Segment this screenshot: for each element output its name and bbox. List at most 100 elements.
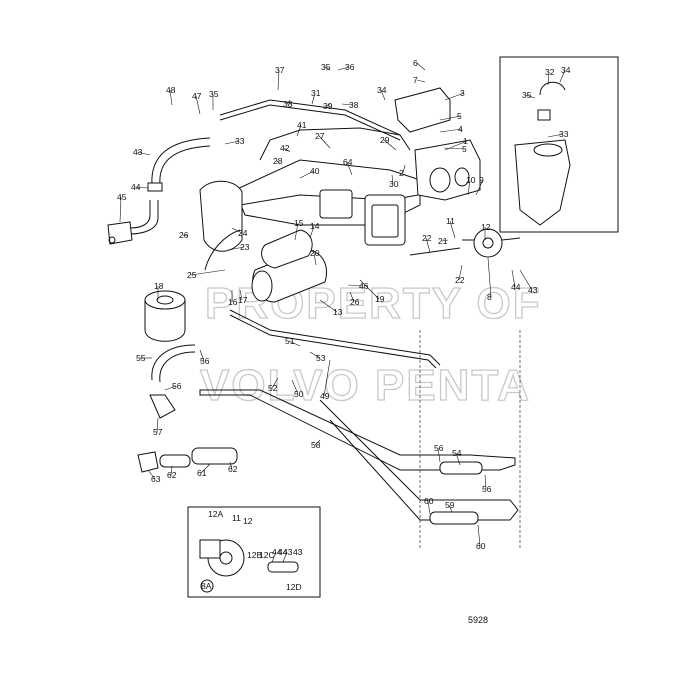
leader-line-p22b (458, 264, 463, 281)
part-label-p43a: 43 (133, 147, 143, 157)
part-label-p7: 7 (413, 75, 418, 85)
inset-part-label-i11: 11 (232, 513, 241, 523)
part-label-p42: 42 (280, 143, 290, 153)
leader-line-p43b (519, 269, 533, 291)
cooling-pipes (199, 309, 519, 521)
part-label-p48: 48 (166, 85, 176, 95)
leader-line-p24 (231, 227, 243, 234)
part-label-p37: 37 (275, 65, 285, 75)
leader-line-p53 (309, 351, 321, 359)
inset-part-label-i44: 44 (278, 547, 288, 557)
leader-line-p45 (119, 196, 122, 223)
leader-line-p26a (182, 234, 189, 237)
leader-line-p31 (311, 92, 316, 105)
part-label-p54: 54 (452, 448, 462, 458)
part-label-p21: 21 (438, 236, 448, 246)
leader-line-p61 (200, 463, 211, 474)
leader-line-p28 (276, 160, 281, 165)
exhaust-manifold (199, 127, 421, 271)
leader-line-p30 (391, 174, 394, 185)
watermark-line-2: VOLVO PENTA (200, 361, 531, 410)
part-label-p18: 18 (154, 281, 164, 291)
heat-exchanger (394, 87, 481, 201)
part-label-p49: 49 (320, 391, 330, 401)
leader-line-p56d (484, 474, 487, 490)
leader-line-p19 (359, 279, 380, 300)
leader-line-p44a (134, 186, 149, 189)
leader-line-p48 (169, 89, 173, 106)
part-label-p44b: 44 (511, 282, 521, 292)
leader-line-p38a (286, 99, 291, 105)
part-label-p11: 11 (446, 216, 455, 226)
leader-line-p8 (487, 257, 492, 298)
part-label-p25: 25 (187, 270, 197, 280)
leader-line-p34b (559, 69, 566, 83)
leader-line-p10 (467, 179, 471, 196)
part-label-p44c: 44 (272, 547, 282, 557)
leader-line-p60b (477, 524, 481, 547)
part-label-p45: 45 (117, 192, 127, 202)
inset-box-bottom: 8A (187, 506, 321, 598)
leader-line-p35c (525, 94, 536, 99)
leader-line-p49 (323, 359, 331, 397)
leader-line-p3 (444, 92, 465, 101)
inset-part-label-i12C: 12C (259, 550, 275, 560)
part-label-p27: 27 (315, 131, 325, 141)
part-label-p47: 47 (192, 91, 202, 101)
part-label-p60a: 60 (424, 496, 434, 506)
part-label-p15: 15 (294, 218, 304, 228)
part-label-p8: 8 (487, 292, 492, 302)
part-label-p28: 28 (273, 156, 283, 166)
leader-line-p47 (195, 95, 201, 115)
leader-line-p56c (437, 447, 441, 463)
drawing-number: 5928 (468, 615, 488, 625)
leader-line-p32 (547, 71, 550, 86)
part-label-p13: 13 (333, 307, 343, 317)
part-label-p35c: 35 (522, 90, 532, 100)
leader-line-p54 (455, 452, 461, 466)
leader-line-p58 (314, 439, 321, 446)
leader-line-p11 (449, 220, 456, 239)
leader-line-p50 (291, 379, 299, 395)
reference-dashes (419, 330, 521, 550)
part-label-p56d: 56 (482, 484, 492, 494)
part-label-p33a: 33 (235, 136, 245, 146)
part-label-p6: 6 (413, 58, 418, 68)
view-tag-8A: 8A (201, 581, 212, 591)
leader-line-p21 (441, 239, 449, 242)
part-label-p44a: 44 (131, 182, 141, 192)
inset-part-label-i43: 43 (293, 547, 303, 557)
leader-line-p27 (318, 135, 331, 149)
part-label-p59: 59 (445, 500, 455, 510)
leader-line-p6 (416, 62, 426, 71)
leader-line-p64 (346, 161, 353, 176)
leader-line-p37 (277, 69, 280, 91)
leader-line-p9 (475, 179, 484, 196)
oil-filter (144, 290, 186, 342)
inset-box-top-right (499, 56, 619, 233)
part-label-p2: 2 (399, 168, 404, 178)
leader-line-p59 (448, 504, 453, 513)
part-label-p56b: 56 (172, 381, 182, 391)
leader-line-p63 (147, 469, 156, 480)
leader-line-p42 (283, 147, 291, 153)
leader-line-p51 (288, 340, 301, 347)
part-label-p26a: 26 (179, 230, 189, 240)
leader-line-p17 (239, 289, 243, 301)
part-label-p22a: 22 (422, 233, 432, 243)
leader-line-p7 (416, 79, 426, 83)
part-label-p56a: 56 (200, 356, 210, 366)
part-label-p31: 31 (311, 88, 321, 98)
leader-line-p43a (136, 151, 151, 156)
part-label-p24: 24 (238, 228, 248, 238)
part-label-p41: 41 (297, 120, 307, 130)
part-label-p20: 20 (310, 248, 320, 258)
leader-line-p43c (282, 551, 288, 563)
part-label-p55: 55 (136, 353, 146, 363)
leader-line-p35b (324, 66, 331, 71)
part-label-p62b: 62 (228, 464, 238, 474)
leader-line-p33b (547, 133, 564, 138)
